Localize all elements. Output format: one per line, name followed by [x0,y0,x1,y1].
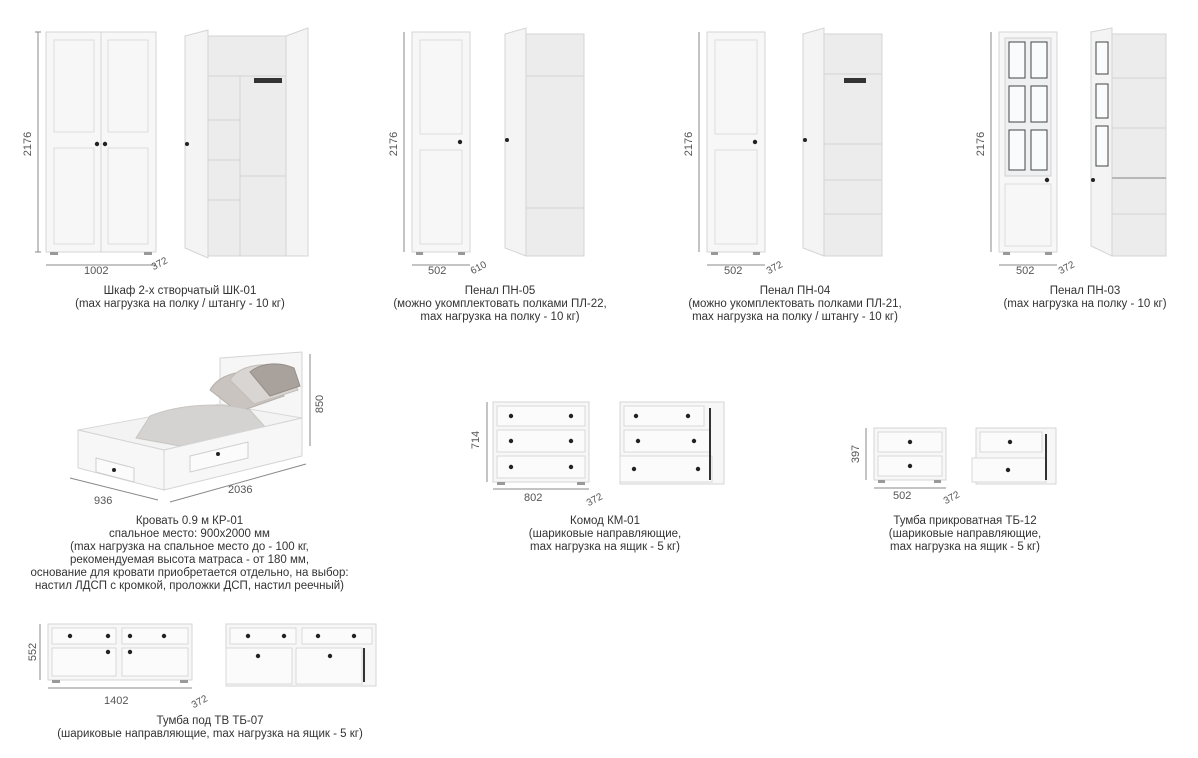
pencil-case-pn03-width-line [999,264,1057,266]
pencil-case-pn05-height: 2176 [388,131,401,157]
pencil-case-pn05-width: 502 [428,265,447,277]
chest-km01-width: 802 [524,492,543,504]
pencil-case-pn03-depth: 372 [1056,259,1077,277]
tv-stand-tb07-caption: Тумба под ТВ ТБ-07 (шариковые направляющ… [40,715,380,741]
bedside-tb12-caption: Тумба прикроватная ТБ-12 (шариковые напр… [870,515,1060,554]
tv-stand-tb07-height: 552 [27,642,40,662]
chest-km01-closed-illustration [486,401,590,490]
caption-line: Тумба под ТВ ТБ-07 [156,715,264,727]
caption-line: основание для кровати приобретается отде… [30,567,349,579]
caption-line: Комод КМ-01 [570,515,640,527]
bedside-tb12-open-illustration [971,427,1057,485]
caption-line: (можно укомплектовать полками ПЛ-21, [688,298,902,310]
caption-line: (max нагрузка на полку - 10 кг) [1003,298,1167,310]
caption-line: Пенал ПН-03 [1049,285,1121,297]
caption-line: max нагрузка на полку / штангу - 10 кг) [692,311,898,323]
caption-line: max нагрузка на полку - 10 кг) [420,311,580,323]
pencil-case-pn04-width: 502 [724,265,743,277]
caption-line: Тумба прикроватная ТБ-12 [893,515,1037,527]
pencil-case-pn04-depth: 372 [764,259,785,277]
caption-line: Шкаф 2-х створчатый ШК-01 [103,285,257,297]
chest-km01-open-illustration [619,401,725,485]
wardrobe-shk01-height: 2176 [22,131,35,157]
pencil-case-pn04-open-illustration [802,27,883,257]
caption-line: Пенал ПН-05 [464,285,536,297]
pencil-case-pn04-height: 2176 [683,131,696,157]
caption-line: настил ЛДСП с кромкой, проложки ДСП, нас… [35,580,344,592]
chest-km01-height: 714 [470,430,483,450]
pencil-case-pn05-width-line [412,264,470,266]
bed-kr01-caption: Кровать 0.9 м КР-01 спальное место: 900х… [22,515,357,593]
tv-stand-tb07-closed-illustration [39,623,193,689]
pencil-case-pn05-open-illustration [504,27,585,257]
pencil-case-pn05-caption: Пенал ПН-05 (можно укомплектовать полкам… [375,285,625,324]
caption-line: (шариковые направляющие, [528,528,682,540]
chest-km01-depth: 372 [584,491,605,509]
caption-line: (шариковые направляющие, [888,528,1042,540]
bed-kr01-width: 936 [94,495,113,507]
wardrobe-shk01-width: 1002 [84,265,109,277]
caption-line: max нагрузка на ящик - 5 кг) [530,541,680,553]
pencil-case-pn05-closed-illustration [403,31,471,255]
caption-line: (шариковые направляющие, max нагрузка на… [57,728,363,740]
pencil-case-pn03-open-illustration [1090,27,1167,257]
caption-line: Кровать 0.9 м КР-01 [135,515,244,527]
wardrobe-shk01-width-line [46,264,156,266]
pencil-case-pn03-width: 502 [1016,265,1035,277]
bedside-tb12-width: 502 [893,490,912,502]
caption-line: спальное место: 900х2000 мм [109,528,270,540]
caption-line: (max нагрузка на спальное место до - 100… [70,541,309,553]
caption-line: (max нагрузка на полку / штангу - 10 кг) [75,298,285,310]
bed-kr01-illustration [69,351,311,503]
pencil-case-pn03-height: 2176 [975,131,988,157]
wardrobe-shk01-caption: Шкаф 2-х створчатый ШК-01 (max нагрузка … [40,285,320,311]
wardrobe-shk01-open-illustration [184,27,309,259]
pencil-case-pn03-caption: Пенал ПН-03 (max нагрузка на полку - 10 … [985,285,1185,311]
chest-km01-caption: Комод КМ-01 (шариковые направляющие, max… [495,515,715,554]
bedside-tb12-height: 397 [850,444,863,464]
bedside-tb12-closed-illustration [865,427,947,489]
tv-stand-tb07-open-illustration [225,623,377,687]
pencil-case-pn04-caption: Пенал ПН-04 (можно укомплектовать полкам… [670,285,920,324]
wardrobe-shk01-closed-illustration [35,31,157,255]
caption-line: Пенал ПН-04 [759,285,831,297]
bed-kr01-length: 2036 [228,484,253,496]
pencil-case-pn04-width-line [707,264,765,266]
tv-stand-tb07-depth: 372 [189,693,210,711]
tv-stand-tb07-width: 1402 [104,695,129,707]
caption-line: рекомендуемая высота матраса - от 180 мм… [69,554,310,566]
pencil-case-pn04-closed-illustration [698,31,766,255]
pencil-case-pn03-closed-illustration [990,31,1058,255]
wardrobe-shk01-depth: 372 [149,255,170,273]
bed-kr01-height: 850 [314,394,327,414]
caption-line: (можно укомплектовать полками ПЛ-22, [393,298,607,310]
bedside-tb12-depth: 372 [941,489,962,507]
caption-line: max нагрузка на ящик - 5 кг) [890,541,1040,553]
